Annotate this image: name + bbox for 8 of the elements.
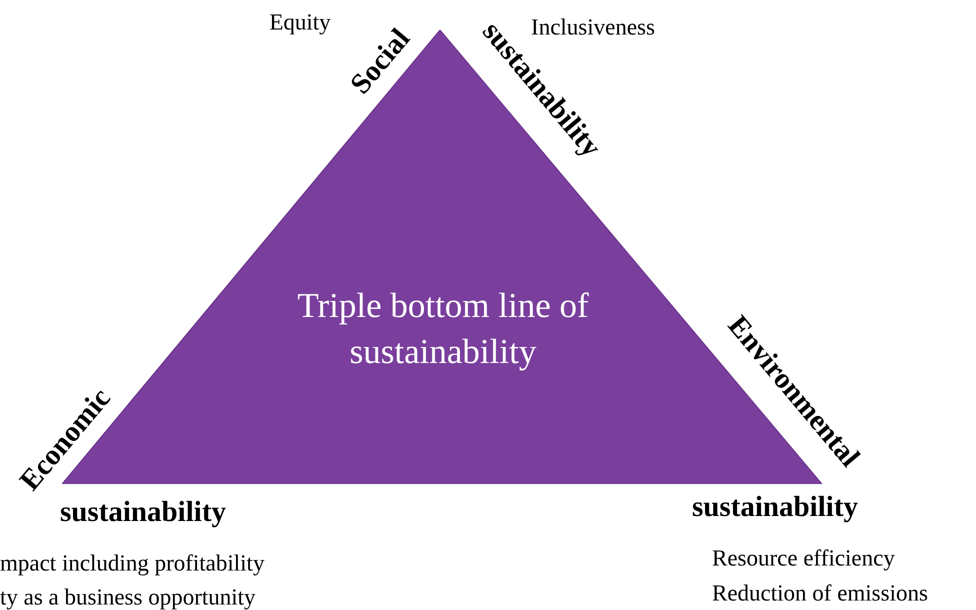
attribute-text: mpact including profitability — [0, 550, 264, 576]
attribute-text: Equity — [269, 9, 331, 35]
attribute-text: Resource efficiency — [712, 545, 895, 571]
pillar-label: sustainability — [60, 497, 226, 529]
pillar-label: sustainability — [692, 492, 858, 524]
center-title: Triple bottom line of sustainability — [296, 285, 590, 372]
attribute-text: Reduction of emissions — [712, 580, 928, 606]
attribute-text: ty as a business opportunity — [0, 584, 256, 610]
